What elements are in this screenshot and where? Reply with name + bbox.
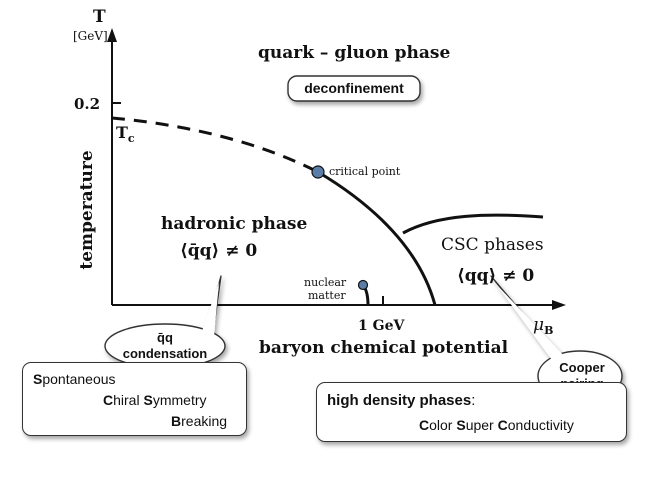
- x-tick-label: 1 GeV: [358, 318, 405, 334]
- condensation-bubble-line2: condensation: [123, 346, 208, 361]
- condensation-bubble-line1: q̄q: [157, 330, 173, 345]
- matter-label: matter: [308, 289, 346, 302]
- spontaneous-initial: S: [33, 371, 43, 387]
- spontaneous-line: Spontaneous: [33, 371, 116, 387]
- breaking-initial: B: [171, 413, 182, 429]
- first-order-line: [317, 170, 437, 306]
- high-density-box: high density phases: Color Super Conduct…: [316, 382, 627, 442]
- nuclear-label: nuclear: [304, 276, 347, 289]
- conductivity-initial: C: [497, 417, 508, 433]
- condensation-bubble: [104, 275, 226, 369]
- symmetry-rest: ymmetry: [152, 392, 207, 408]
- crossover-dashed-line: [111, 116, 319, 174]
- deconfinement-label: deconfinement: [304, 80, 404, 96]
- y-axis-arrow: [107, 28, 117, 42]
- deconfinement-box: [287, 75, 421, 102]
- breaking-rest: reaking: [181, 413, 228, 429]
- chiral-rest: hiral: [113, 392, 144, 408]
- color-initial: C: [419, 417, 430, 433]
- csc-boundary-line: [402, 213, 544, 235]
- symmetry-initial: S: [143, 392, 153, 408]
- x-axis-label: baryon chemical potential: [259, 338, 509, 358]
- high-density-colon: :: [471, 392, 476, 409]
- x-axis-arrow: [552, 300, 566, 310]
- chiral-symmetry-line: Chiral Symmetry: [103, 392, 207, 408]
- tc-subscript: c: [128, 132, 135, 145]
- cooper-bubble-line1: Cooper: [559, 360, 605, 375]
- breaking-line: Breaking: [171, 413, 227, 429]
- high-density-title: high density phases:: [327, 392, 475, 409]
- qgp-label: quark – gluon phase: [258, 43, 450, 63]
- color-rest: olor: [429, 417, 457, 433]
- y-axis-unit: [GeV]: [73, 29, 108, 43]
- critical-point-marker: [311, 165, 325, 179]
- y-axis-symbol: T: [93, 7, 106, 27]
- nuclear-matter-marker: [357, 279, 369, 291]
- super-rest: uper: [465, 417, 498, 433]
- hadronic-label: hadronic phase: [161, 214, 307, 234]
- conductivity-rest: onductivity: [507, 417, 574, 433]
- mu-symbol: μ: [533, 315, 544, 335]
- csc-label: CSC phases: [441, 235, 544, 255]
- tc-label: Tc: [116, 123, 135, 145]
- x-axis-symbol: μB: [533, 315, 553, 337]
- super-initial: S: [456, 417, 466, 433]
- high-density-title-text: high density phases: [327, 392, 472, 409]
- tc-symbol: T: [116, 123, 128, 142]
- chiral-symmetry-breaking-box: Spontaneous Chiral Symmetry Breaking: [22, 362, 247, 436]
- spontaneous-rest: pontaneous: [42, 371, 116, 387]
- y-axis-label: temperature: [77, 150, 97, 269]
- y-tick-label: 0.2: [74, 95, 100, 113]
- critical-point-label: critical point: [329, 165, 401, 178]
- chiral-initial: C: [103, 392, 114, 408]
- hadronic-condensate: ⟨q̄q⟩ ≠ 0: [180, 241, 257, 261]
- mu-subscript: B: [544, 324, 553, 337]
- csc-condensate: ⟨qq⟩ ≠ 0: [457, 266, 534, 286]
- color-superconductivity-line: Color Super Conductivity: [419, 417, 574, 433]
